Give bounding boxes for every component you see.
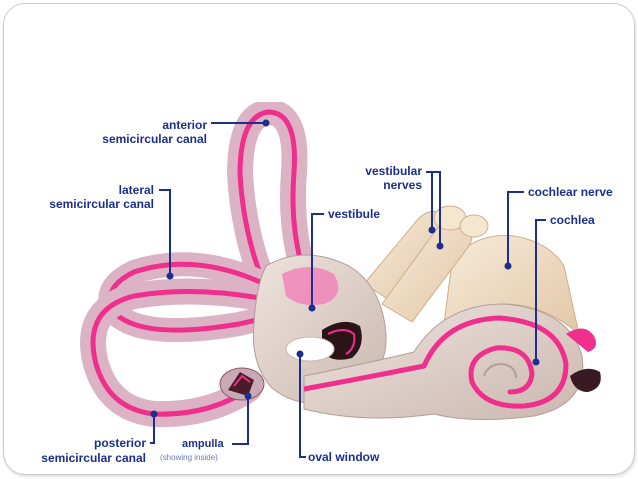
label-cochlea: cochlea xyxy=(532,213,595,366)
svg-text:(showing inside): (showing inside) xyxy=(160,453,218,462)
slide-title-area xyxy=(4,4,634,102)
svg-text:posterior: posterior xyxy=(94,436,146,450)
label-ampulla: ampulla (showing inside) xyxy=(160,392,252,462)
oval-window xyxy=(285,336,335,362)
svg-text:lateral: lateral xyxy=(119,183,154,197)
svg-text:vestibule: vestibule xyxy=(328,207,380,221)
svg-text:vestibular: vestibular xyxy=(365,164,422,178)
ampulla xyxy=(219,367,265,401)
label-oval-window: oval window xyxy=(296,350,380,464)
label-lateral: lateral semicircular canal xyxy=(49,183,174,280)
svg-text:ampulla: ampulla xyxy=(182,438,224,450)
svg-text:oval window: oval window xyxy=(308,450,380,464)
svg-text:cochlea: cochlea xyxy=(550,213,595,227)
label-posterior: posterior semicircular canal xyxy=(41,410,158,465)
vestibular-nerve-bundle xyxy=(363,205,489,323)
svg-text:anterior: anterior xyxy=(162,118,207,132)
label-vestibular-nerves: vestibular nerves xyxy=(365,164,444,250)
posterior-canal xyxy=(80,278,302,428)
svg-text:nerves: nerves xyxy=(383,178,422,192)
label-anterior: anterior semicircular canal xyxy=(102,118,270,146)
svg-text:semicircular canal: semicircular canal xyxy=(49,197,154,211)
svg-text:cochlear nerve: cochlear nerve xyxy=(528,185,613,199)
label-vestibule: vestibule xyxy=(308,207,380,312)
svg-text:semicircular canal: semicircular canal xyxy=(102,132,207,146)
label-cochlear-nerve: cochlear nerve xyxy=(504,185,613,270)
cochlea xyxy=(303,303,601,421)
anterior-canal xyxy=(226,98,315,315)
inner-ear-diagram: anterior semicircular canal lateral semi… xyxy=(41,98,613,465)
slide-frame: anterior semicircular canal lateral semi… xyxy=(3,3,635,475)
svg-text:semicircular canal: semicircular canal xyxy=(41,451,146,465)
